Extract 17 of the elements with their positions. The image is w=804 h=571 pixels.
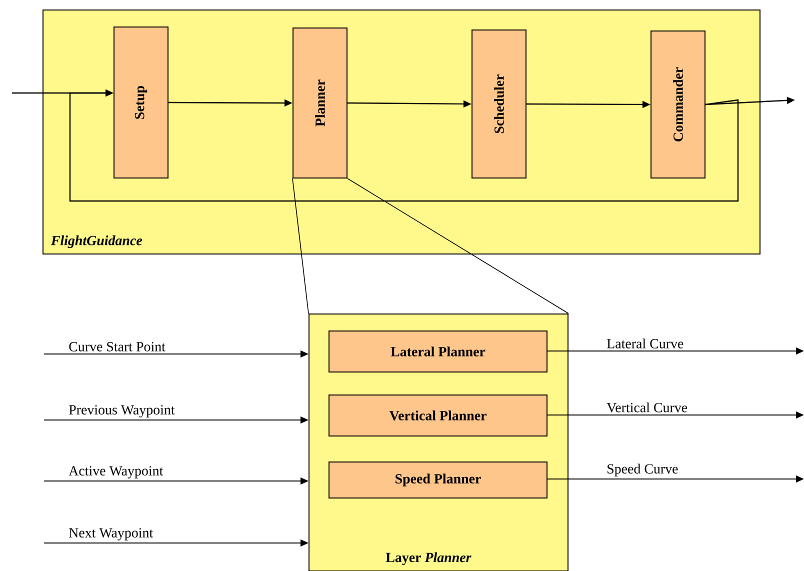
edge-label: Next Waypoint bbox=[69, 528, 154, 540]
process-box: Vertical Planner bbox=[328, 394, 548, 436]
edge-label: Vertical Curve bbox=[606, 402, 688, 412]
process-box: Speed Planner bbox=[328, 462, 548, 498]
edge-label: Curve Start Point bbox=[69, 342, 166, 352]
arrow bbox=[69, 89, 739, 202]
edge-label: Lateral Curve bbox=[607, 338, 684, 348]
leader-line bbox=[347, 178, 569, 314]
process-box: Scheduler bbox=[472, 30, 526, 178]
leader-line bbox=[292, 178, 309, 314]
edge-label: Previous Waypoint bbox=[69, 405, 175, 418]
process-box: Setup bbox=[114, 26, 168, 178]
process-box: Commander bbox=[650, 30, 706, 178]
edge-label: Speed Curve bbox=[608, 464, 678, 476]
process-box: Planner bbox=[292, 28, 348, 178]
process-box: Lateral Planner bbox=[328, 330, 548, 372]
edge-label: Active Waypoint bbox=[68, 466, 164, 478]
